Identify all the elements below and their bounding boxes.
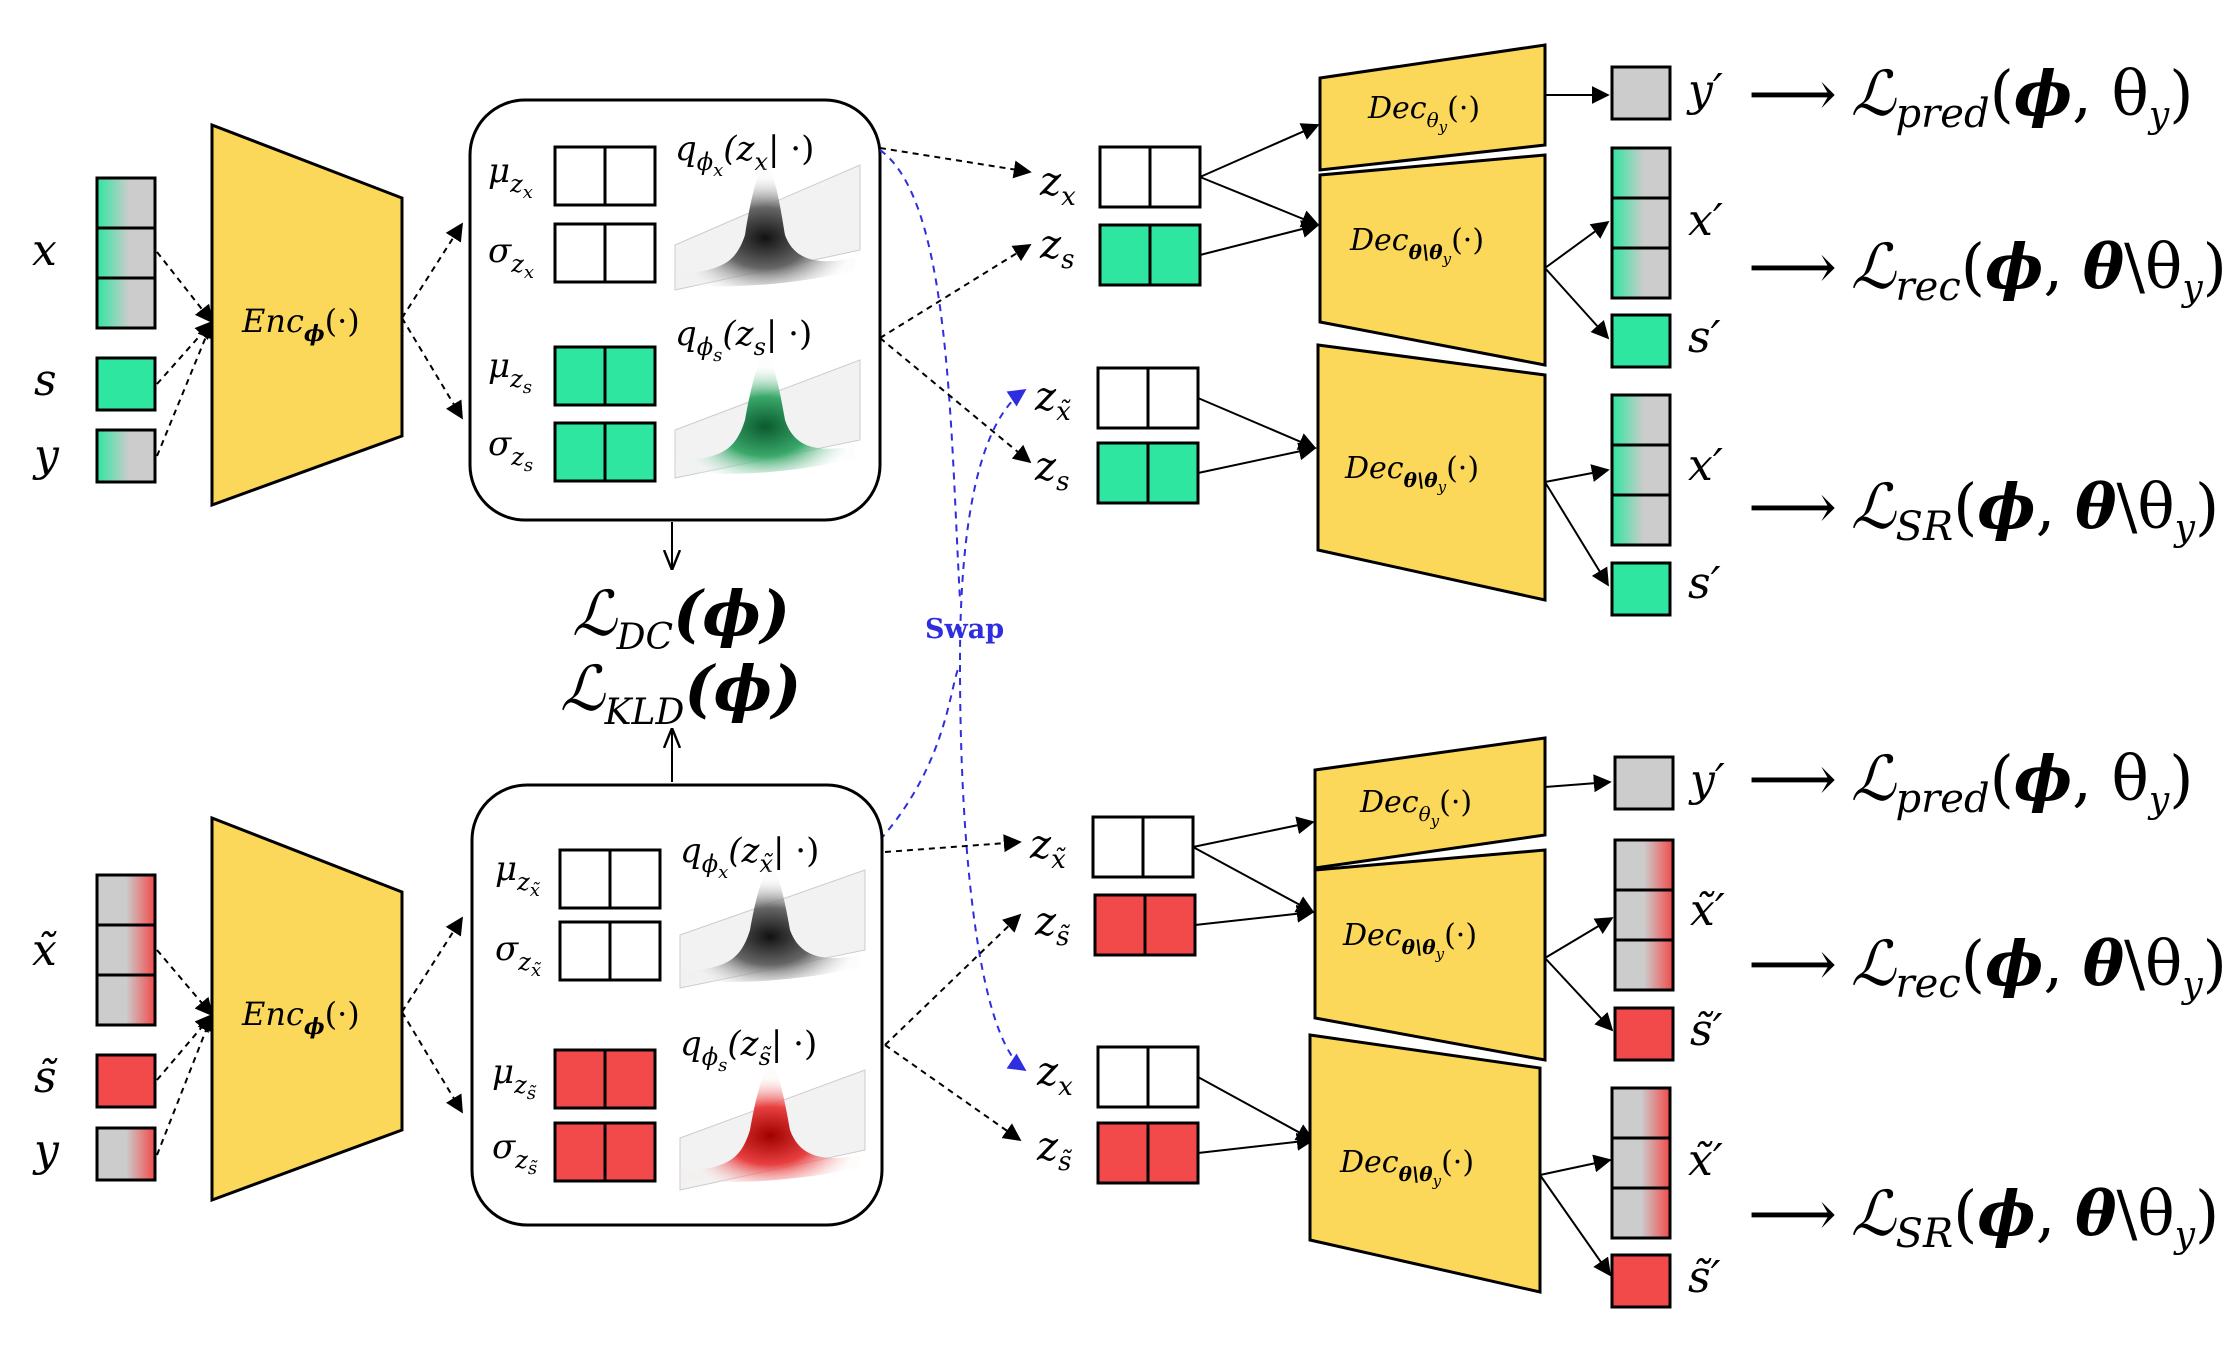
- sigma-zst-box: [553, 1121, 657, 1183]
- input-st-label: s̃: [34, 1052, 58, 1103]
- output-x-bottom-1-label: x̃′: [1690, 885, 1725, 936]
- decoder-rest-top-2-label: Decθ\θy(·): [1344, 451, 1479, 496]
- sigma-zx-box: [553, 222, 657, 284]
- loss-rec-bottom: ⟶ℒrec(ϕ, θ\θy): [1748, 927, 2227, 1007]
- output-s-top-2-label: s′: [1688, 558, 1721, 609]
- z-top-1-label: zx: [1039, 159, 1076, 212]
- gaussian-plot-red-bottom: [679, 1066, 866, 1191]
- output-x-bottom-2: [1610, 1086, 1672, 1240]
- output-s-top-1: [1610, 313, 1672, 369]
- output-s-bottom-1: [1613, 1006, 1675, 1062]
- encoder-top: [210, 122, 404, 508]
- z-bottom-1-box: [1091, 815, 1195, 879]
- z-bottom-4-box: [1096, 1121, 1200, 1185]
- swap-label: Swap: [925, 614, 1004, 645]
- output-x-top-2-label: x′: [1688, 440, 1723, 491]
- z-top-2-box: [1098, 223, 1202, 287]
- decoder-rest-top-1-label: Decθ\θy(·): [1349, 223, 1484, 268]
- q-phis-label: qϕs(zs| ·): [675, 314, 812, 366]
- sigma-zs-box: [553, 421, 657, 483]
- input-y2-label: y: [32, 1125, 60, 1176]
- input-s-label: s: [34, 355, 57, 406]
- loss-pred-bottom: ⟶ℒpred(ϕ, θy): [1748, 742, 2193, 822]
- z-bottom-2-label: zs̃: [1034, 899, 1071, 952]
- sigma-zxt-label: σzx̃: [495, 929, 541, 981]
- encoder-top-label: Encϕ(·): [241, 302, 360, 347]
- swap-arrows: [879, 149, 1027, 1072]
- z-bottom-3-label: zx: [1036, 1049, 1073, 1102]
- decoder-y-top: [1318, 43, 1547, 172]
- loss-rec-top: ⟶ℒrec(ϕ, θ\θy): [1748, 230, 2227, 310]
- output-s-bottom-2-label: s̃′: [1688, 1252, 1721, 1303]
- sigma-zx-label: σzx: [488, 231, 534, 283]
- mu-zs-box: [553, 345, 657, 407]
- encoder-bottom: [210, 815, 404, 1203]
- z-top-2-label: zs: [1039, 222, 1074, 275]
- z-bottom-4-label: zs̃: [1036, 1124, 1073, 1177]
- decoder-y-top-label: Decθy(·): [1367, 91, 1480, 136]
- mu-zs-label: μzs: [488, 346, 532, 398]
- output-y-bottom: [1613, 755, 1675, 811]
- decoder-rest-top-1: [1318, 153, 1547, 367]
- gaussian-plot-black-top: [674, 164, 861, 291]
- input-y-box: [95, 428, 157, 484]
- input-x-vector: [95, 176, 157, 330]
- input-s-box: [95, 356, 157, 412]
- output-y-top: [1610, 65, 1672, 121]
- input-xt-label: x̃: [32, 925, 57, 976]
- decoder-rest-bottom-2-label: Decθ\θy(·): [1339, 1145, 1474, 1190]
- mu-zxt-box: [558, 848, 662, 910]
- loss-sr-bottom: ⟶ℒSR(ϕ, θ\θy): [1748, 1177, 2219, 1257]
- loss-kld: ℒKLD(ϕ): [560, 652, 801, 733]
- q-phix-label: qϕx(zx| ·): [675, 129, 814, 181]
- sigma-zs-label: σzs: [488, 424, 533, 476]
- mu-zx-label: μzx: [488, 151, 533, 203]
- gaussian-plot-green-top: [674, 355, 861, 479]
- mu-zx-box: [553, 145, 657, 207]
- z-top-4-label: zs: [1034, 444, 1069, 497]
- output-y-bottom-label: y′: [1688, 755, 1725, 806]
- decoder-rest-bottom-1: [1313, 848, 1547, 1062]
- loss-pred-top: ⟶ℒpred(ϕ, θy): [1748, 57, 2193, 137]
- loss-dc: ℒDC(ϕ): [572, 577, 790, 658]
- mu-zst-label: μzs̃: [492, 1052, 537, 1104]
- decoder-y-bottom-label: Decθy(·): [1359, 785, 1472, 830]
- output-x-top-2: [1610, 393, 1672, 547]
- decoder-y-bottom: [1313, 736, 1547, 870]
- encoder-bottom-label: Encϕ(·): [241, 995, 360, 1040]
- decoder-rest-top-2: [1316, 343, 1547, 602]
- output-s-bottom-2: [1610, 1253, 1672, 1309]
- input-y2-box: [95, 1126, 157, 1182]
- z-top-3-box: [1096, 366, 1200, 430]
- z-bottom-3-box: [1096, 1045, 1200, 1109]
- q-phis-bottom-label: qϕs(zs̃| ·): [680, 1024, 817, 1076]
- input-st-box: [95, 1053, 157, 1109]
- output-y-top-label: y′: [1686, 65, 1723, 116]
- output-s-top-1-label: s′: [1688, 312, 1721, 363]
- output-x-bottom-2-label: x̃′: [1688, 1135, 1723, 1186]
- input-xt-vector: [95, 873, 157, 1027]
- output-x-top-1-label: x′: [1688, 195, 1723, 246]
- input-y-label: y: [32, 430, 60, 481]
- output-s-bottom-1-label: s̃′: [1690, 1005, 1723, 1056]
- output-x-bottom-1: [1613, 838, 1675, 992]
- output-x-top-1: [1610, 146, 1672, 300]
- output-s-top-2: [1610, 561, 1672, 617]
- mu-zst-box: [553, 1048, 657, 1110]
- z-top-3-label: zx̃: [1034, 374, 1071, 427]
- mu-zxt-label: μzx̃: [495, 849, 540, 901]
- decoder-rest-bottom-1-label: Decθ\θy(·): [1342, 918, 1477, 963]
- z-top-1-box: [1098, 145, 1202, 209]
- z-top-4-box: [1096, 441, 1200, 505]
- loss-sr-top: ⟶ℒSR(ϕ, θ\θy): [1748, 470, 2219, 550]
- gaussian-plot-black-bottom: [679, 868, 866, 989]
- sigma-zst-label: σzs̃: [492, 1127, 538, 1179]
- sigma-zxt-box: [558, 920, 662, 982]
- q-phix-bottom-label: qϕx(zx̃| ·): [680, 831, 819, 883]
- z-bottom-2-box: [1093, 893, 1197, 957]
- input-x-label: x: [32, 225, 57, 276]
- z-bottom-1-label: zx̃: [1029, 822, 1066, 875]
- decoder-rest-bottom-2: [1308, 1033, 1542, 1294]
